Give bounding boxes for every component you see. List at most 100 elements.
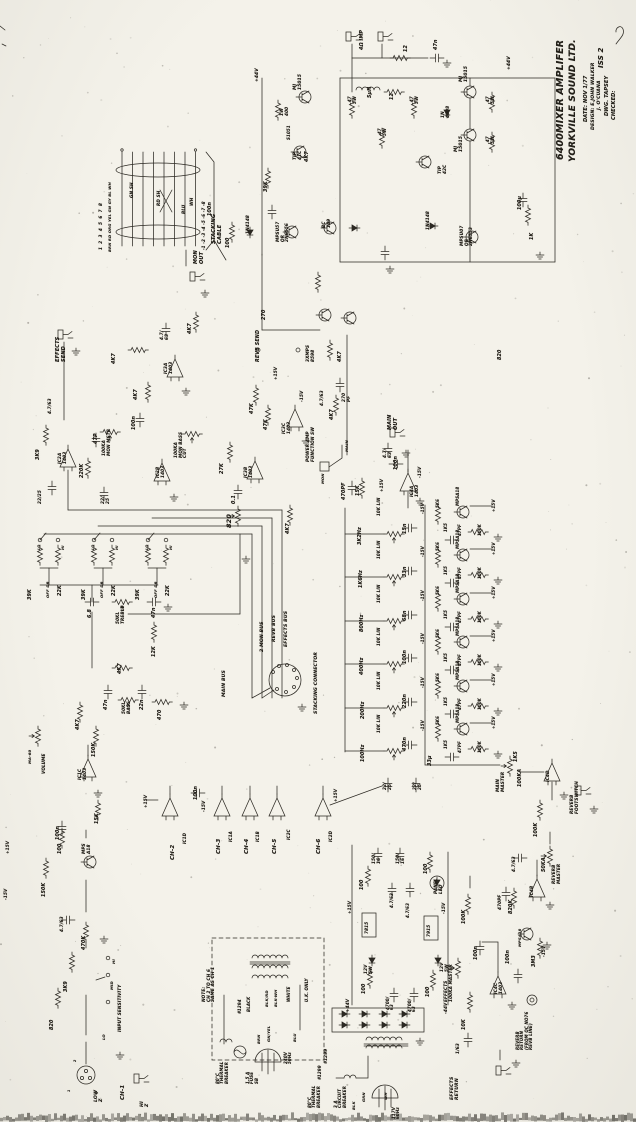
schematic-label: 470PF — [342, 482, 347, 500]
schematic-label: 820K — [509, 899, 514, 914]
schematic-label: 10K LIN — [376, 540, 381, 560]
schematic-label: 47PF — [457, 741, 462, 753]
schematic-label: 4K7 — [330, 409, 335, 420]
schematic-label: 4Ω IMP — [360, 29, 365, 50]
schematic-label: GN/YEL — [266, 1025, 271, 1042]
schematic-label: -15V — [417, 466, 422, 478]
schematic-label: 100μ — [518, 195, 523, 210]
schematic-label: IC1B — [255, 831, 260, 842]
schematic-label: 22K — [166, 585, 171, 596]
schematic-label: LO — [145, 544, 149, 550]
schematic-label: 5K6 — [435, 672, 440, 682]
schematic-label: BLK/RD — [264, 990, 269, 1007]
schematic-label: OFF DB — [99, 581, 104, 598]
schematic-label: +15V — [491, 499, 496, 512]
schematic-label: 5K6 — [435, 628, 440, 638]
schematic-label: -15V — [420, 633, 425, 644]
schematic-label: 5μH — [368, 86, 373, 98]
schematic-label: 100n — [474, 945, 479, 960]
schematic-label: LO — [37, 544, 41, 550]
schematic-label: -15V — [3, 888, 8, 900]
schematic-label: 100K — [477, 740, 482, 753]
schematic-label: +15V — [491, 586, 496, 599]
schematic-label: 4K7 — [338, 351, 343, 362]
schematic-label: 39K — [264, 181, 269, 192]
schematic-label: 4.7/63 — [47, 398, 52, 414]
schematic-label: 1K6Hz — [359, 570, 364, 588]
schematic-label: 4.7/63 — [511, 856, 516, 872]
schematic-label: CH-3 — [216, 838, 222, 854]
schematic-label: RD SH — [156, 190, 161, 206]
schematic-label: 1K5 — [443, 565, 448, 575]
schematic-label: 7815 — [364, 921, 369, 934]
schematic-label: 39K — [136, 589, 141, 600]
schematic-label: 100 — [58, 843, 63, 854]
schematic-label: REVB BUS — [272, 614, 277, 642]
schematic-label: 100K — [477, 566, 482, 579]
schematic-label: REVERB MASTER — [551, 863, 561, 884]
schematic-label: 470K — [82, 935, 87, 950]
schematic-label: +44V — [345, 998, 350, 1012]
schematic-label: HI — [115, 545, 119, 550]
schematic-label: HI Z — [140, 1101, 151, 1107]
schematic-label: 4K7 — [305, 151, 310, 162]
schematic-label: +15V — [491, 673, 496, 686]
schematic-label: 3 — [95, 1091, 99, 1094]
schematic-label: 1K5 — [443, 609, 448, 619]
schematic-label: IC2A 1403 — [57, 451, 67, 464]
schematic-label: -15V — [420, 503, 425, 514]
schematic-label: 1K5 — [443, 696, 448, 706]
schematic-label: 100n — [132, 415, 137, 430]
schematic-label: -15V — [441, 902, 446, 914]
schematic-label: 5K6 — [435, 585, 440, 595]
schematic-label: 3 A CIRCUIT BREAKER — [333, 1086, 347, 1108]
schematic-label: MJ 15015 — [293, 73, 303, 90]
schematic-label: -15V — [420, 546, 425, 557]
schematic-label: 47n — [104, 699, 109, 710]
schematic-label: -15V — [420, 677, 425, 688]
schematic-label: 150K — [92, 742, 97, 757]
schematic-label: BLU — [181, 204, 186, 214]
doc-date: DATE: NOV 1/77 — [583, 75, 589, 122]
schematic-label: 100n — [394, 455, 399, 470]
schematic-label: MJ 15015 — [459, 65, 469, 82]
schematic-label: IC2D — [328, 830, 333, 842]
schematic-label: WHITE — [286, 986, 291, 1002]
schematic-label: 3M3 — [532, 955, 537, 967]
schematic-label: GN SH — [129, 182, 134, 198]
schematic-label: 15n — [403, 523, 408, 534]
doc-design2: J. O'CUANA — [597, 80, 602, 110]
schematic-label: 1N4148 — [425, 211, 430, 230]
schematic-label: 12V 5W — [363, 964, 373, 974]
schematic-label: STACKING CONNECTOR — [314, 651, 319, 714]
schematic-label: .47 5W — [377, 128, 387, 136]
schematic-label: CH-4 — [244, 838, 250, 854]
schematic-label: 50KL TREBLE — [115, 605, 125, 624]
schematic-label: #1299 — [317, 1065, 322, 1080]
schematic-label: MAIN BUS — [222, 669, 227, 697]
schematic-label: NOTE: CH 2 TO CH 6 SAME AS CH 1 — [201, 966, 216, 1002]
schematic-label: 3XMPS 8598 — [305, 344, 315, 362]
schematic-label: -44V — [443, 1002, 448, 1014]
schematic-label: 4K7 — [134, 389, 139, 400]
schematic-label: WH — [189, 197, 194, 206]
schematic-label: 4K7 — [118, 663, 123, 674]
schematic-label: OFF DB — [45, 581, 50, 598]
schematic-label: +15V — [333, 788, 338, 802]
schematic-label: IC1A — [228, 831, 233, 842]
schematic-label: 1 — [67, 1089, 71, 1092]
schematic-label: 4.7/63 — [389, 892, 394, 908]
doc-issue: ISS 2 — [597, 47, 605, 69]
schematic-label: BLU — [292, 1033, 297, 1042]
schematic-label: 100K — [477, 653, 482, 666]
schematic-label: EFFECTS 100KA MASTER — [443, 964, 453, 1002]
schematic-label: .47 5W — [347, 96, 357, 104]
schematic-label: 22/25 — [37, 490, 42, 504]
schematic-label: 100n — [56, 825, 61, 840]
schematic-label: EFFECTS RETURN — [450, 1076, 461, 1100]
schematic-label: MON OUT — [193, 250, 205, 264]
schematic-label: 6.8 — [88, 609, 93, 618]
schematic-label: 1K5 — [443, 739, 448, 749]
doc-company: YORKVILLE SOUND LTD. — [568, 39, 578, 162]
schematic-label: MPSU07 OR 2N6553 — [459, 225, 474, 246]
